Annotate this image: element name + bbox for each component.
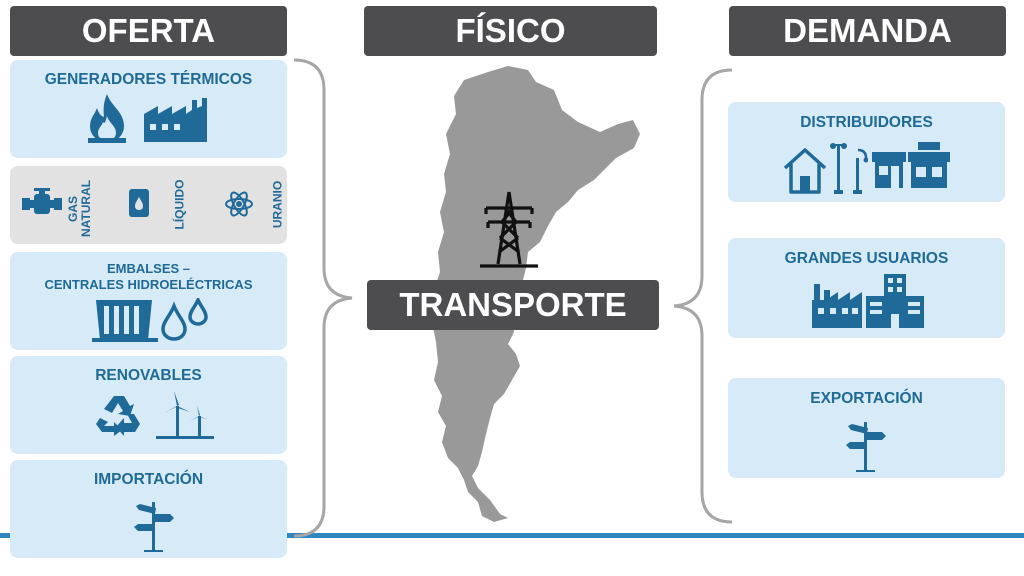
left-brace [293, 58, 353, 538]
box-distribuidores: DISTRIBUIDORES [728, 102, 1005, 202]
atom-icon [225, 191, 253, 217]
box-embalses: EMBALSES – CENTRALES HIDROELÉCTRICAS [10, 252, 287, 350]
transmission-tower-icon [480, 191, 538, 268]
street-lamp-icon [830, 143, 868, 194]
renovables-title: RENOVABLES [95, 367, 202, 384]
building-icon [866, 274, 924, 328]
right-brace [673, 68, 733, 524]
wind-turbine-icon [156, 391, 214, 439]
generadores-title: GENERADORES TÉRMICOS [44, 71, 253, 88]
store-icon [908, 142, 950, 188]
house-icon [783, 148, 827, 194]
shop-icon [872, 152, 906, 188]
grandes-usuarios-title: GRANDES USUARIOS [784, 250, 949, 267]
argentina-map [432, 66, 640, 522]
label-uranio: URANIO [270, 180, 285, 229]
gas-valve-icon [22, 188, 62, 214]
box-exportacion: EXPORTACIÓN [728, 378, 1005, 478]
embalses-title-2: CENTRALES HIDROELÉCTRICAS [44, 277, 253, 292]
water-drops-icon [161, 298, 208, 341]
exportacion-title: EXPORTACIÓN [810, 390, 923, 407]
label-liquido: LÍQUIDO [172, 179, 187, 230]
signpost-icon [134, 502, 174, 552]
embalses-title-1: EMBALSES – [106, 261, 191, 276]
importacion-title: IMPORTACIÓN [93, 471, 204, 488]
recycle-icon [96, 396, 140, 436]
box-renovables: RENOVABLES [10, 356, 287, 454]
header-oferta: OFERTA [10, 6, 287, 56]
factory-icon [812, 284, 862, 328]
box-generadores-termicos: GENERADORES TÉRMICOS [10, 60, 287, 158]
factory-icon [144, 98, 207, 142]
bottom-rule [0, 533, 1024, 538]
header-fisico: FÍSICO [364, 6, 657, 56]
oil-barrel-icon [129, 189, 149, 217]
dam-icon [92, 300, 158, 342]
distribuidores-title: DISTRIBUIDORES [800, 114, 933, 131]
transporte-label: TRANSPORTE [367, 280, 659, 330]
signpost-icon [846, 422, 886, 472]
flame-icon [88, 94, 126, 143]
box-importacion: IMPORTACIÓN [10, 460, 287, 558]
header-demanda: DEMANDA [729, 6, 1006, 56]
box-grandes-usuarios: GRANDES USUARIOS [728, 238, 1005, 338]
